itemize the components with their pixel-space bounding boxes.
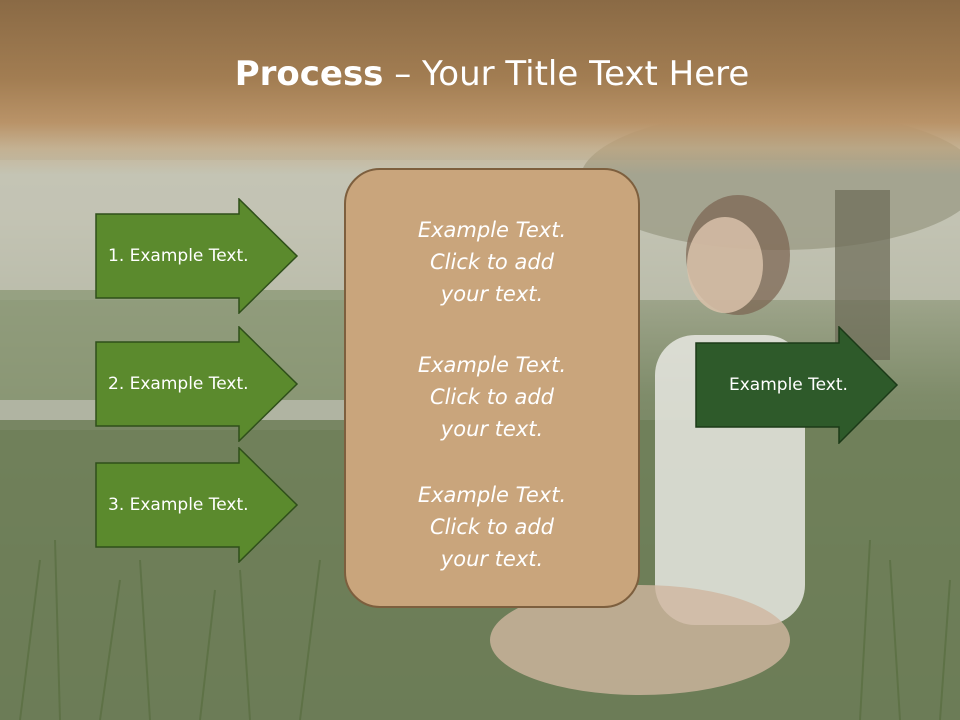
title-rest: – Your Title Text Here [383,54,750,94]
center-text-box[interactable]: Example Text. Click to add your text. Ex… [344,168,640,608]
box-item-1-line3: your text. [440,282,544,306]
left-arrow-1-label: 1. Example Text. [108,246,249,266]
title-bold: Process [234,54,384,94]
right-arrow-label: Example Text. [729,375,848,395]
box-item-3-line2: Click to add [429,515,554,539]
slide-title[interactable]: Process – Your Title Text Here [0,52,960,96]
box-item-2-line3: your text. [440,417,544,441]
box-item-2[interactable]: Example Text. Click to add your text. [346,349,638,445]
title-band [0,0,960,175]
box-item-1-line2: Click to add [429,250,554,274]
box-item-2-line2: Click to add [429,385,554,409]
left-arrow-2-label: 2. Example Text. [108,374,249,394]
left-arrow-3-label: 3. Example Text. [108,495,249,515]
box-item-1-line1: Example Text. [417,218,567,242]
left-arrow-1[interactable]: 1. Example Text. [95,198,299,314]
right-arrow[interactable]: Example Text. [695,326,899,444]
box-item-3[interactable]: Example Text. Click to add your text. [346,479,638,575]
box-item-3-line1: Example Text. [417,483,567,507]
box-item-1[interactable]: Example Text. Click to add your text. [346,214,638,310]
box-item-2-line1: Example Text. [417,353,567,377]
left-arrow-3[interactable]: 3. Example Text. [95,447,299,563]
box-item-3-line3: your text. [440,547,544,571]
left-arrow-2[interactable]: 2. Example Text. [95,326,299,442]
